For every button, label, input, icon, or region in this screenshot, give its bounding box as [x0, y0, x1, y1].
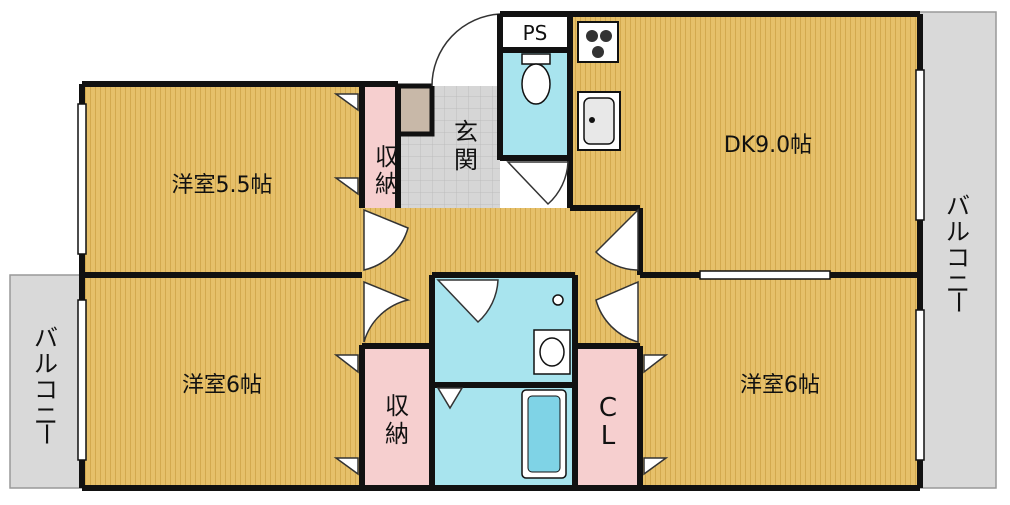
storage-top-label-2: 納 [375, 170, 399, 198]
sink-icon [577, 91, 621, 151]
svg-text:ニ: ニ [946, 270, 970, 298]
ps-label: PS [523, 21, 548, 45]
closet-label-1: C [599, 393, 617, 423]
entrance-label-2: 関 [454, 146, 478, 174]
svg-text:バ: バ [946, 192, 970, 220]
balcony-right-label: バ ル コ ニ ー [944, 192, 972, 314]
washbasin-icon [533, 294, 571, 375]
western-room-top-left-label: 洋室5.5帖 [172, 173, 273, 198]
svg-text:ー: ー [32, 422, 60, 446]
balcony-left-label: バ ル コ ニ ー [32, 324, 60, 446]
svg-text:コ: コ [946, 244, 970, 272]
balcony-right [917, 11, 997, 489]
storage-top-label-1: 収 [375, 143, 399, 171]
western-room-top-left-floor [82, 84, 362, 274]
svg-text:ニ: ニ [34, 402, 58, 430]
windows [77, 69, 925, 461]
svg-text:コ: コ [34, 376, 58, 404]
entrance-pillar [395, 83, 435, 137]
storage-top [362, 86, 398, 208]
svg-text:ル: ル [946, 218, 970, 246]
storage-bottom-label-1: 収 [385, 392, 409, 420]
closet [575, 348, 640, 486]
western-room-bottom-left-label: 洋室6帖 [182, 373, 262, 398]
dk-floor [570, 14, 920, 275]
stove-icon [577, 21, 619, 63]
entrance-label-1: 玄 [454, 118, 478, 146]
western-room-bottom-right-floor [640, 277, 920, 487]
western-room-bottom-left-floor [82, 277, 362, 487]
door-swings [333, 93, 669, 476]
svg-text:ー: ー [944, 290, 972, 314]
ps-box [500, 14, 570, 50]
western-room-bottom-right-label: 洋室6帖 [740, 373, 820, 398]
svg-text:バ: バ [34, 324, 58, 352]
storage-bottom [362, 348, 434, 486]
storage-bottom-label-2: 納 [385, 420, 409, 448]
bathtub-icon [521, 389, 567, 479]
entrance-door-swing [431, 13, 501, 87]
balcony-left [9, 274, 83, 489]
svg-text:ル: ル [34, 350, 58, 378]
toilet-icon [521, 53, 551, 105]
closet-label-2: L [601, 421, 616, 451]
dk-label: DK9.0帖 [724, 133, 812, 158]
